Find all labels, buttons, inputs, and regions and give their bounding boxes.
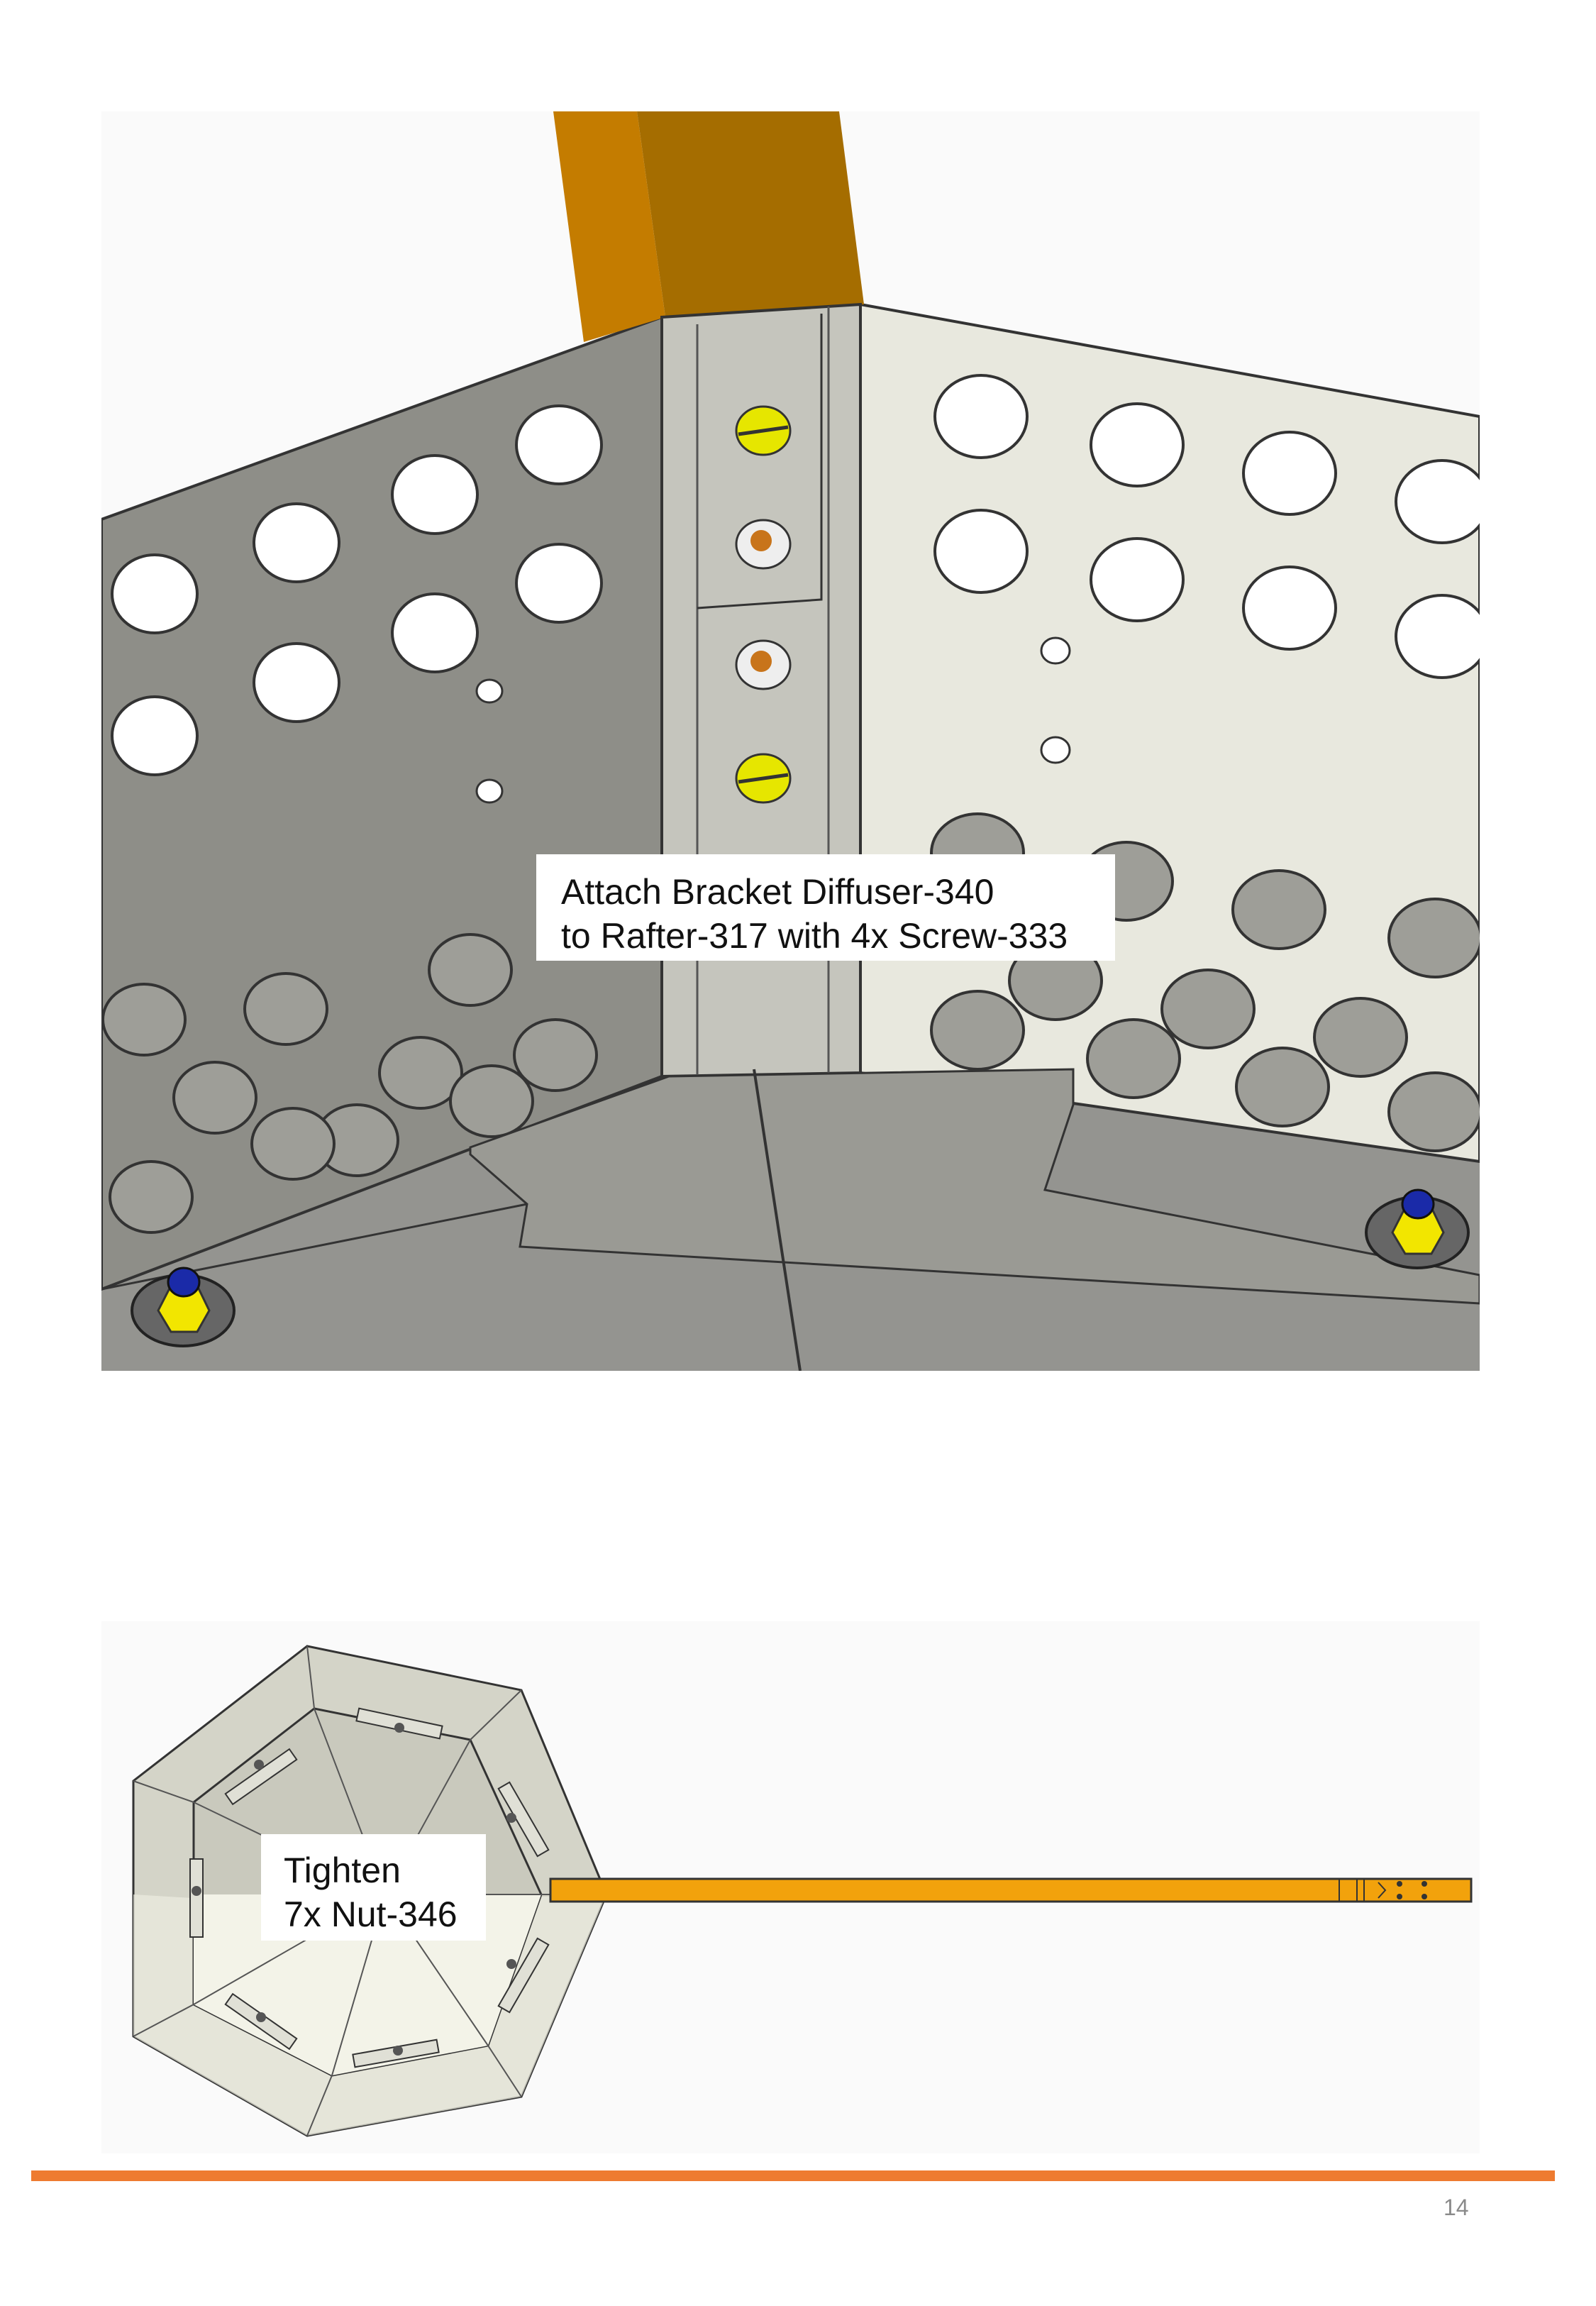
page-number: 14 [1443,2195,1469,2220]
rafter [553,111,665,342]
callout-line: Tighten [284,1850,401,1890]
nut-left [131,1267,235,1347]
callout-tighten-nuts: Tighten 7x Nut-346 [261,1834,486,1941]
callout-line: 7x Nut-346 [284,1894,458,1934]
nut-icon [254,1760,264,1770]
figure-bracket-assembly [101,111,1480,1371]
nut-icon [506,1813,516,1823]
callout-line: to Rafter-317 with 4x Screw-333 [561,916,1068,956]
nut-right [1365,1188,1470,1269]
nut-icon [506,1959,516,1969]
nut-icon [192,1886,201,1896]
nut-icon [393,2046,403,2056]
footer-rule [31,2170,1555,2181]
nut-icon [394,1723,404,1733]
callout-attach-bracket: Attach Bracket Diffuser-340 to Rafter-31… [536,854,1115,961]
bracket-assembly-drawing [101,111,1480,1371]
screw-333-group [735,405,792,804]
callout-line: Attach Bracket Diffuser-340 [561,872,994,912]
nut-icon [256,2012,266,2022]
nut-346-group [192,1723,516,2056]
rafter-arm [549,1877,1473,1903]
